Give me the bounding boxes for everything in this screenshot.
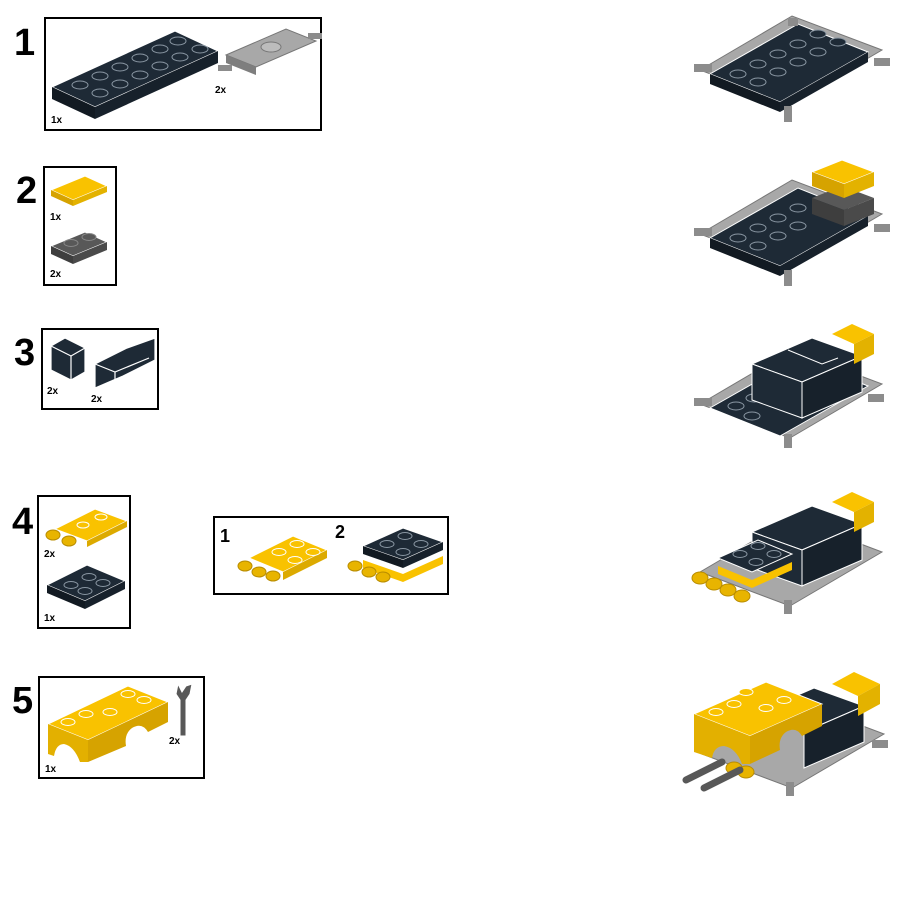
step-4-subassembly-box: 1 2 — [213, 516, 449, 595]
step-1-part-1-qty: 1x — [51, 115, 63, 126]
step-4-parts-box: 2x 1x — [37, 495, 131, 629]
step-3-part-1-qty: 2x — [47, 386, 59, 397]
step-2-assembly-icon — [694, 159, 890, 286]
tile-1x2-yellow-icon — [49, 175, 109, 206]
step-2-part-1-qty: 1x — [50, 212, 62, 223]
robot-arm-gray-icon — [175, 682, 193, 737]
step-3-number: 3 — [14, 332, 36, 374]
plate-2x6-dark-icon — [50, 30, 220, 119]
plate-bar-yellow-icon — [237, 535, 329, 582]
plate-bar-yellow-icon — [45, 508, 129, 547]
step-1-number: 1 — [14, 22, 36, 64]
step-4-substep-2-number: 2 — [335, 522, 346, 542]
step-4-substep-1-number: 1 — [220, 526, 231, 546]
plate-1x2-gray-icon — [49, 231, 109, 264]
step-3-assembly-icon — [694, 324, 884, 448]
step-5-assembly-icon — [682, 672, 888, 796]
panel-1x2-dark-icon — [94, 337, 156, 389]
step-1-part-2-qty: 2x — [215, 85, 227, 96]
step-1-assembly-icon — [694, 15, 890, 122]
step-5-part-2-qty: 2x — [169, 736, 181, 747]
step-2-part-2-qty: 2x — [50, 269, 62, 280]
step-2-parts-box: 1x 2x — [43, 166, 117, 286]
step-2-number: 2 — [16, 170, 38, 212]
panel-corner-dark-icon — [50, 337, 86, 381]
step-5-part-1-qty: 1x — [45, 764, 57, 775]
step-3-parts-box: 2x 2x — [41, 328, 159, 410]
step-4-part-2-qty: 1x — [44, 613, 56, 624]
step-4-number: 4 — [12, 501, 34, 543]
plate-2x2-dark-icon — [45, 564, 127, 609]
step-4-assembly-icon — [691, 492, 884, 614]
mudguard-yellow-icon — [46, 685, 170, 762]
step-5-parts-box: 1x 2x — [38, 676, 205, 779]
plate-2x2-on-bar-icon — [347, 527, 445, 583]
step-1-parts-box: 1x 2x — [44, 17, 322, 131]
step-5-number: 5 — [12, 680, 34, 722]
step-4-part-1-qty: 2x — [44, 549, 56, 560]
step-3-part-2-qty: 2x — [91, 394, 103, 405]
wheel-holder-gray-icon — [218, 28, 322, 75]
